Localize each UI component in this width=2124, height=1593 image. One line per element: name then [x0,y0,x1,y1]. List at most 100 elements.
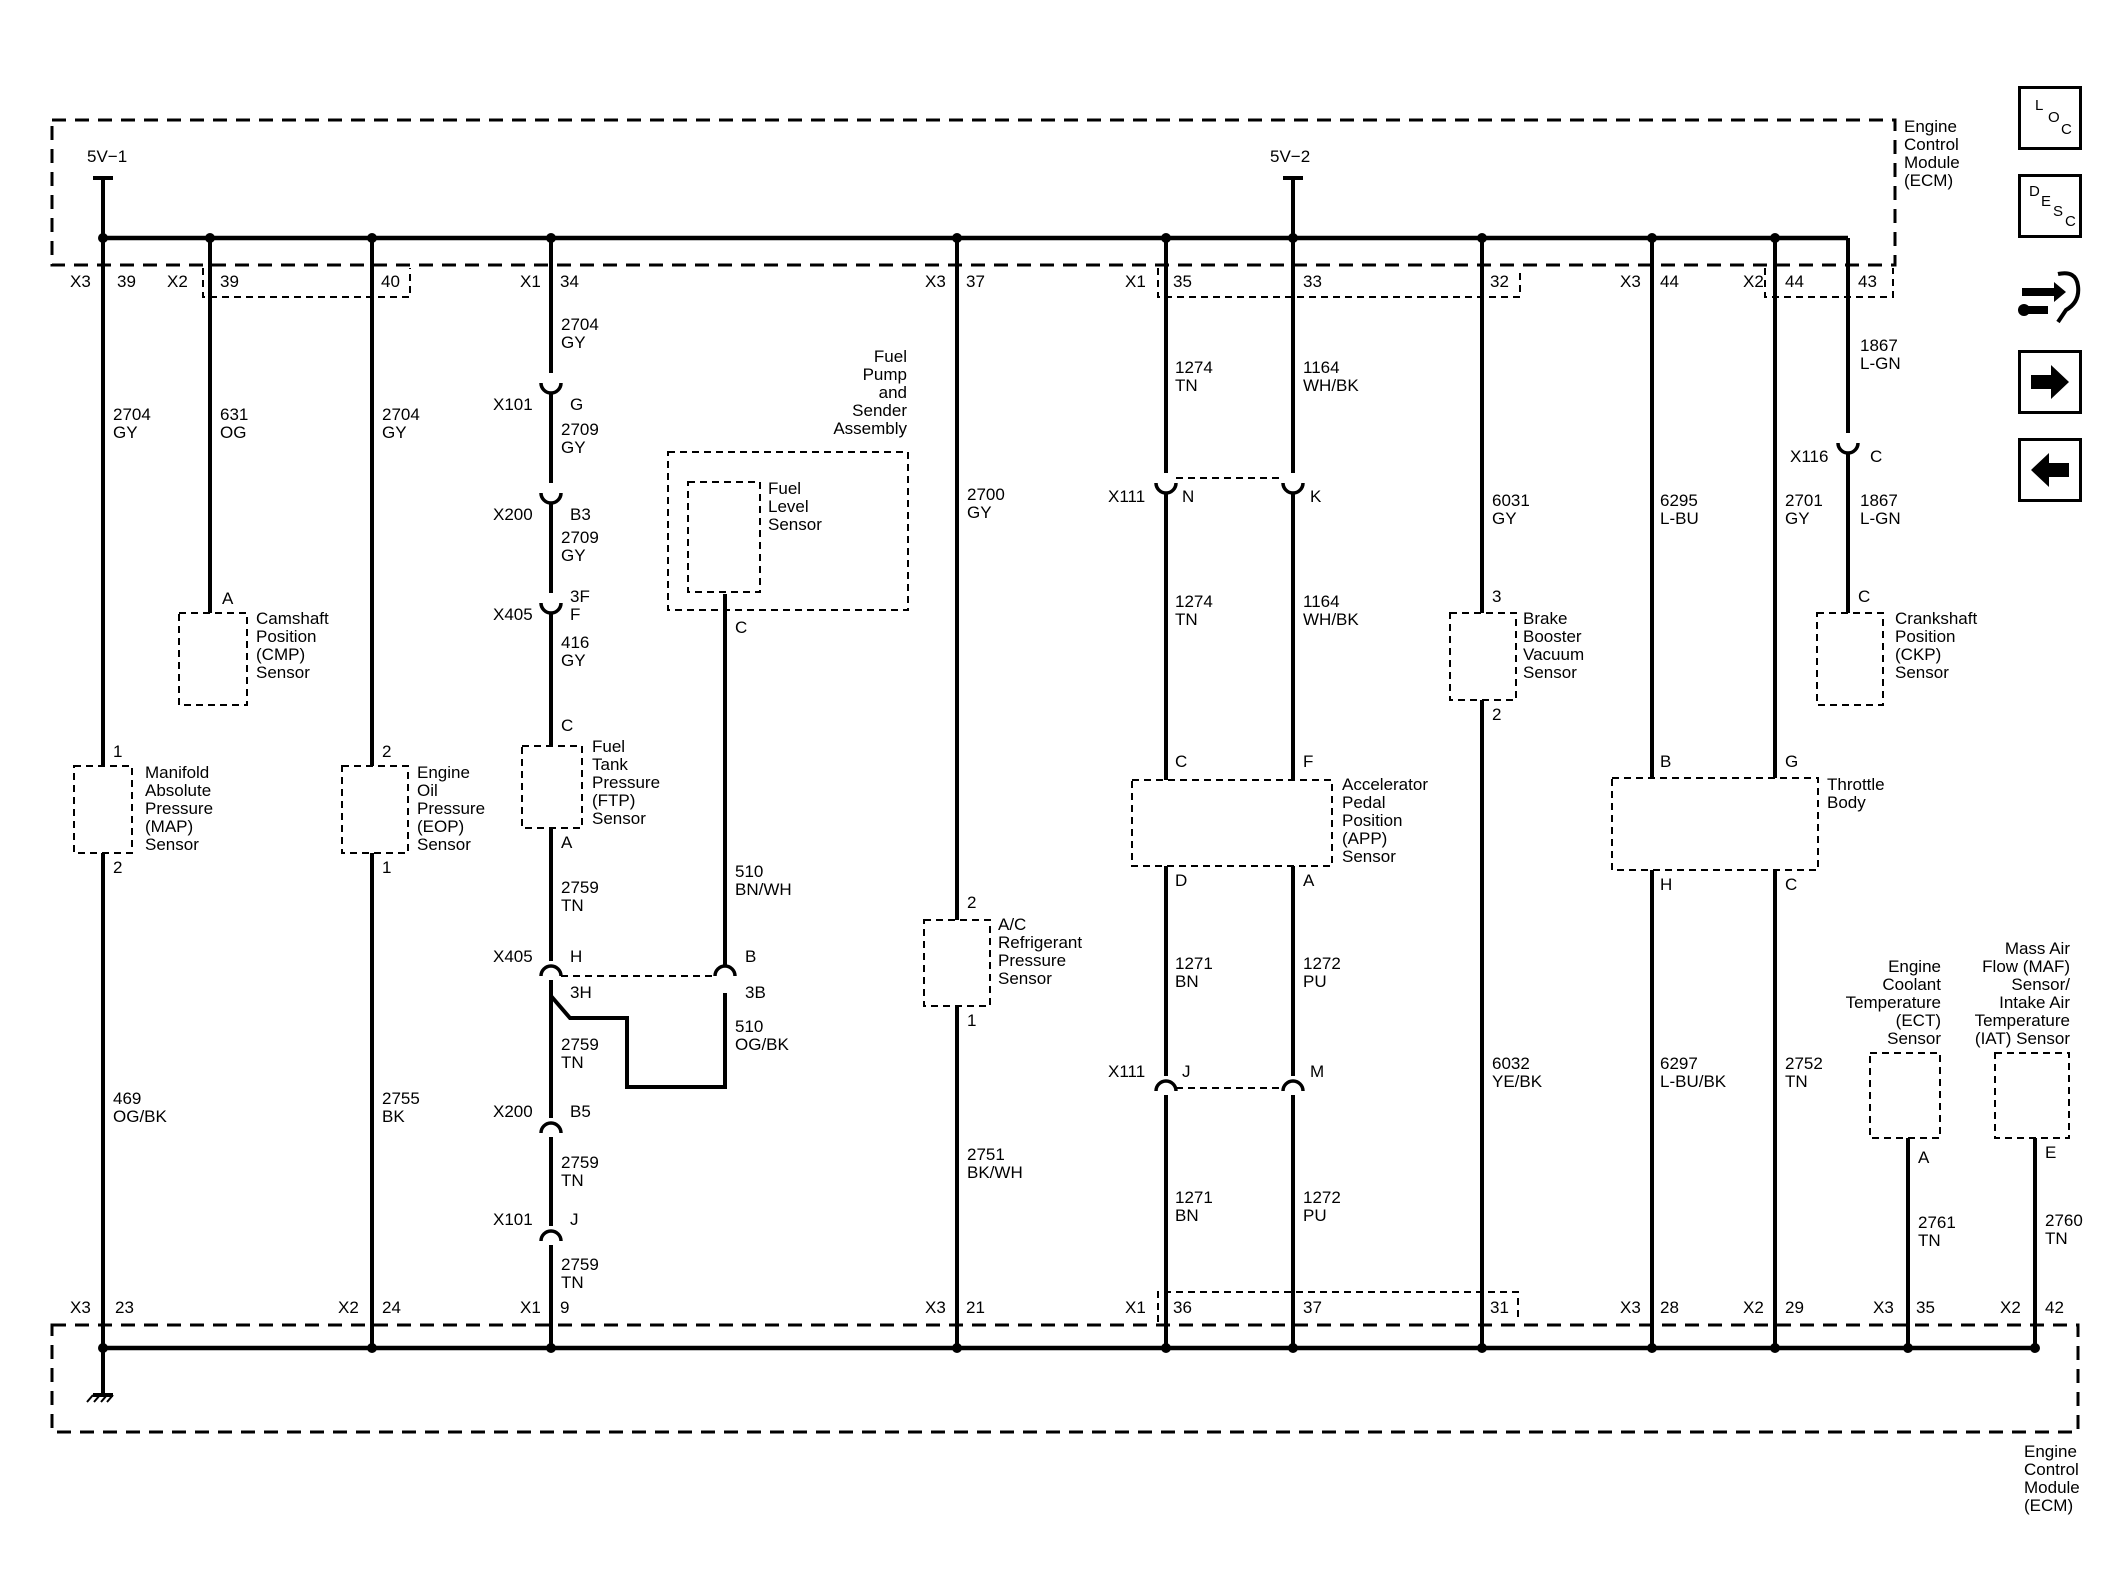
svg-text:GY: GY [1492,509,1517,528]
svg-text:C: C [735,618,747,637]
svg-text:Sensor: Sensor [417,835,471,854]
bottom-pin-num: 36 [1173,1298,1192,1317]
svg-text:J: J [1182,1062,1191,1081]
svg-text:X200: X200 [493,505,533,524]
svg-text:Absolute: Absolute [145,781,211,800]
top-pin-num: 43 [1858,272,1877,291]
bottom-pin-conn: X3 [1620,1298,1641,1317]
svg-text:2: 2 [967,893,976,912]
svg-text:G: G [1785,752,1798,771]
svg-text:GY: GY [561,546,586,565]
svg-text:2759: 2759 [561,878,599,897]
ecm-label-bottom: Engine Control Module (ECM) [2024,1442,2080,1515]
repair-icon[interactable] [2018,262,2082,326]
svg-text:WH/BK: WH/BK [1303,376,1359,395]
svg-text:C: C [1858,587,1870,606]
svg-text:GY: GY [561,651,586,670]
svg-text:2759: 2759 [561,1255,599,1274]
top-pin-num: 39 [220,272,239,291]
svg-text:1: 1 [382,858,391,877]
svg-text:G: G [570,395,583,414]
svg-text:GY: GY [561,333,586,352]
svg-text:GY: GY [561,438,586,457]
svg-text:2709: 2709 [561,528,599,547]
svg-text:2755: 2755 [382,1089,420,1108]
svg-text:WH/BK: WH/BK [1303,610,1359,629]
svg-text:Module: Module [2024,1478,2080,1497]
top-pin-conn: X3 [1620,272,1641,291]
svg-text:2: 2 [382,742,391,761]
svg-text:Pressure: Pressure [592,773,660,792]
svg-text:2760: 2760 [2045,1211,2083,1230]
svg-text:BN: BN [1175,972,1199,991]
svg-text:Engine: Engine [1904,117,1957,136]
svg-text:6032: 6032 [1492,1054,1530,1073]
svg-text:2704: 2704 [382,405,420,424]
svg-text:GY: GY [1785,509,1810,528]
svg-text:2752: 2752 [1785,1054,1823,1073]
svg-text:Refrigerant: Refrigerant [998,933,1082,952]
svg-text:(ECT): (ECT) [1896,1011,1941,1030]
bottom-pin-num: 24 [382,1298,401,1317]
svg-text:1271: 1271 [1175,954,1213,973]
svg-text:Pressure: Pressure [417,799,485,818]
nav-buttons: L O C D E S C [2018,86,2090,526]
bottom-pin-num: 29 [1785,1298,1804,1317]
bottom-pin-conn: X3 [70,1298,91,1317]
svg-text:Sensor: Sensor [1887,1029,1941,1048]
svg-text:Accelerator: Accelerator [1342,775,1428,794]
svg-text:Sensor: Sensor [256,663,310,682]
cmp-sensor [178,612,248,706]
svg-text:2759: 2759 [561,1035,599,1054]
ref-5v1: 5V−1 [87,147,127,166]
svg-text:Sensor: Sensor [145,835,199,854]
svg-text:Pressure: Pressure [998,951,1066,970]
svg-text:GY: GY [113,423,138,442]
svg-text:2700: 2700 [967,485,1005,504]
ref-5v2: 5V−2 [1270,147,1310,166]
svg-text:A: A [1918,1148,1930,1167]
svg-text:A/C: A/C [998,915,1026,934]
svg-text:(APP): (APP) [1342,829,1387,848]
svg-text:A: A [1303,871,1315,890]
svg-text:2761: 2761 [1918,1213,1956,1232]
svg-text:L-BU: L-BU [1660,509,1699,528]
svg-text:PU: PU [1303,972,1327,991]
top-pin-num: 35 [1173,272,1192,291]
top-pins: X3 39 X2 39 40 X1 34 X3 37 X1 35 33 32 X… [70,272,1877,291]
desc-button[interactable]: D E S C [2018,174,2082,238]
svg-text:Pedal: Pedal [1342,793,1385,812]
loc-button[interactable]: L O C [2018,86,2082,150]
svg-text:Assembly: Assembly [833,419,907,438]
bottom-pin-num: 37 [1303,1298,1322,1317]
svg-text:PU: PU [1303,1206,1327,1225]
bottom-pin-num: 28 [1660,1298,1679,1317]
svg-text:L-GN: L-GN [1860,509,1901,528]
svg-text:1274: 1274 [1175,358,1213,377]
svg-text:Oil: Oil [417,781,438,800]
svg-text:Crankshaft: Crankshaft [1895,609,1977,628]
svg-text:F: F [570,605,580,624]
previous-arrow-icon[interactable] [2018,438,2082,502]
next-arrow-icon[interactable] [2018,350,2082,414]
svg-text:Flow (MAF): Flow (MAF) [1982,957,2070,976]
svg-text:X111: X111 [1108,1062,1145,1081]
svg-text:B5: B5 [570,1102,591,1121]
svg-text:469: 469 [113,1089,141,1108]
svg-text:2759: 2759 [561,1153,599,1172]
top-pin-conn: X2 [167,272,188,291]
svg-text:Manifold: Manifold [145,763,209,782]
svg-text:Sender: Sender [852,401,907,420]
svg-text:BN/WH: BN/WH [735,880,792,899]
svg-text:TN: TN [1918,1231,1941,1250]
svg-text:M: M [1310,1062,1324,1081]
svg-text:C: C [561,716,573,735]
svg-text:YE/BK: YE/BK [1492,1072,1543,1091]
svg-text:Level: Level [768,497,809,516]
svg-text:X111: X111 [1108,487,1145,506]
svg-text:2701: 2701 [1785,491,1823,510]
svg-text:510: 510 [735,1017,763,1036]
svg-text:C: C [1785,875,1797,894]
bottom-pin-num: 23 [115,1298,134,1317]
